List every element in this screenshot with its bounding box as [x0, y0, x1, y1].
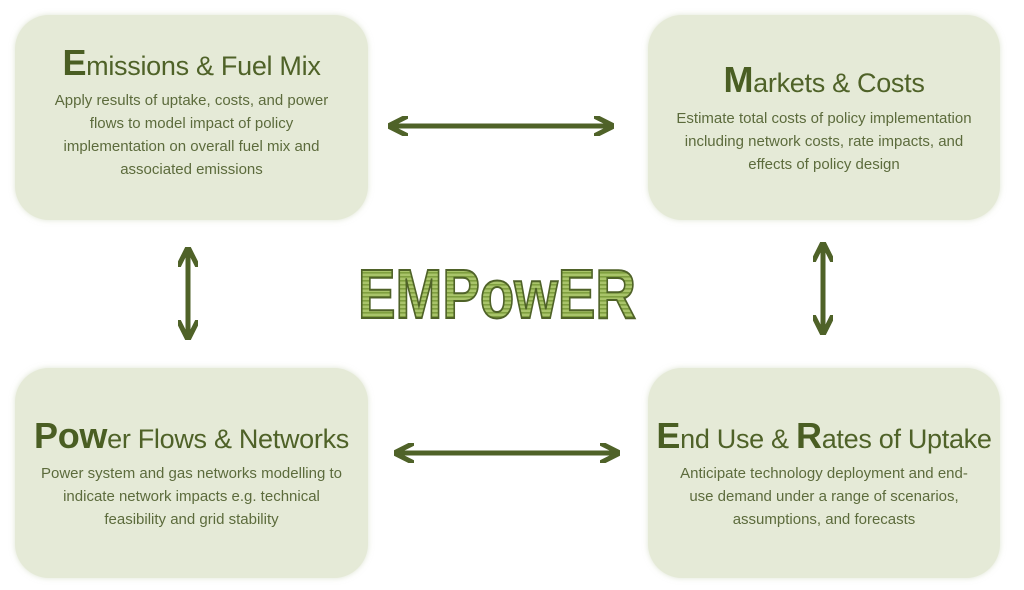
end-use-rates-of-uptake-box: End Use & Rates of Uptake Anticipate tec…	[648, 368, 1000, 578]
empower-logo: EMPowER	[357, 254, 637, 332]
description-line: flows to model impact of policy	[89, 115, 294, 133]
description-line: Estimate total costs of policy implement…	[676, 109, 972, 127]
emissions-fuel-mix-box: Emissions & Fuel Mix Apply results of up…	[15, 15, 368, 220]
title-initial: R	[795, 414, 822, 456]
box-title: End Use & Rates of Uptake	[648, 415, 1000, 456]
title-text: nd Use &	[680, 423, 796, 454]
description-line: Anticipate technology deployment and end…	[680, 465, 968, 483]
box-title: Power Flows & Networks	[15, 415, 368, 456]
description-line: effects of policy design	[748, 155, 900, 173]
description-line: associated emissions	[120, 161, 263, 179]
title-text: ates of Uptake	[821, 423, 992, 454]
title-initial: E	[656, 414, 681, 456]
power-flows-networks-box: Power Flows & Networks Power system and …	[15, 368, 368, 578]
description-line: use demand under a range of scenarios,	[689, 488, 959, 506]
logo-text: EMPowER	[358, 255, 636, 332]
description-line: indicate network impacts e.g. technical	[63, 488, 320, 506]
description-line: including network costs, rate impacts, a…	[684, 132, 964, 150]
title-initial: M	[723, 59, 754, 101]
box-title: Emissions & Fuel Mix	[15, 42, 368, 83]
description-line: implementation on overall fuel mix and	[63, 138, 320, 156]
description-line: feasibility and grid stability	[104, 511, 279, 529]
markets-costs-box: Markets & Costs Estimate total costs of …	[648, 15, 1000, 220]
description-line: Apply results of uptake, costs, and powe…	[54, 92, 329, 110]
box-title: Markets & Costs	[648, 59, 1000, 100]
title-initial: Pow	[34, 414, 108, 456]
description-line: Power system and gas networks modelling …	[41, 465, 342, 483]
title-text: arkets & Costs	[753, 68, 925, 99]
title-initial: E	[62, 41, 87, 83]
title-text: er Flows & Networks	[107, 423, 349, 454]
description-line: assumptions, and forecasts	[732, 511, 916, 529]
title-text: missions & Fuel Mix	[86, 50, 321, 81]
